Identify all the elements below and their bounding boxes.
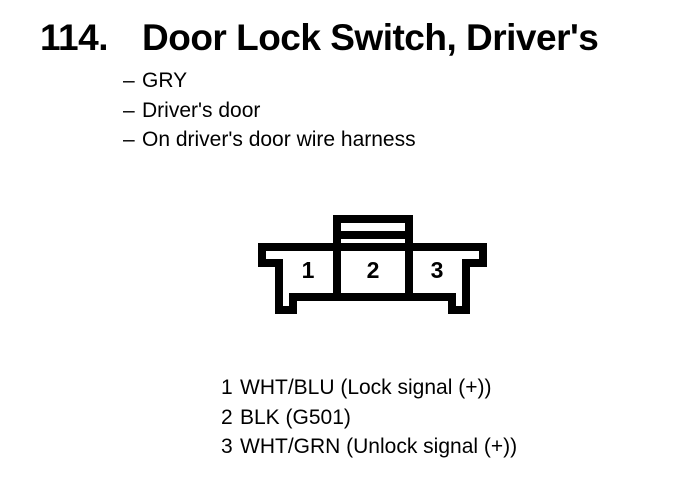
pin-number: 2 xyxy=(221,405,233,429)
figure-heading: 114. Door Lock Switch, Driver's xyxy=(40,17,599,58)
figure-title: Door Lock Switch, Driver's xyxy=(142,17,599,58)
note-item: – GRY xyxy=(123,66,416,96)
pin-description: WHT/GRN (Unlock signal (+)) xyxy=(240,435,518,458)
pin-legend: 1 WHT/BLU (Lock signal (+)) 2 BLK (G501)… xyxy=(221,373,517,462)
note-item: – Driver's door xyxy=(123,96,416,126)
note-text: On driver's door wire harness xyxy=(142,128,416,151)
figure-number: 114. xyxy=(40,17,108,58)
cavity-label-2: 2 xyxy=(367,257,380,283)
pin-row: 3 WHT/GRN (Unlock signal (+)) xyxy=(221,432,517,462)
note-item: – On driver's door wire harness xyxy=(123,125,416,155)
pin-description: BLK (G501) xyxy=(240,405,351,429)
cavity-label-3: 3 xyxy=(431,257,444,283)
connector-diagram: 1 2 3 xyxy=(258,215,487,314)
cavity-separators-icon xyxy=(333,247,413,297)
pin-description: WHT/BLU (Lock signal (+)) xyxy=(240,376,492,399)
note-dash: – xyxy=(123,98,135,122)
pin-number: 1 xyxy=(221,376,233,399)
note-dash: – xyxy=(123,69,135,92)
pin-row: 2 BLK (G501) xyxy=(221,403,517,433)
note-dash: – xyxy=(123,128,135,151)
notes-list: – GRY – Driver's door – On driver's door… xyxy=(123,66,416,155)
note-text: Driver's door xyxy=(142,98,261,122)
note-text: GRY xyxy=(142,69,188,92)
pin-row: 1 WHT/BLU (Lock signal (+)) xyxy=(221,373,517,403)
cavity-label-1: 1 xyxy=(302,257,315,283)
connector-body-outline-icon xyxy=(258,243,487,314)
pin-number: 3 xyxy=(221,435,233,458)
